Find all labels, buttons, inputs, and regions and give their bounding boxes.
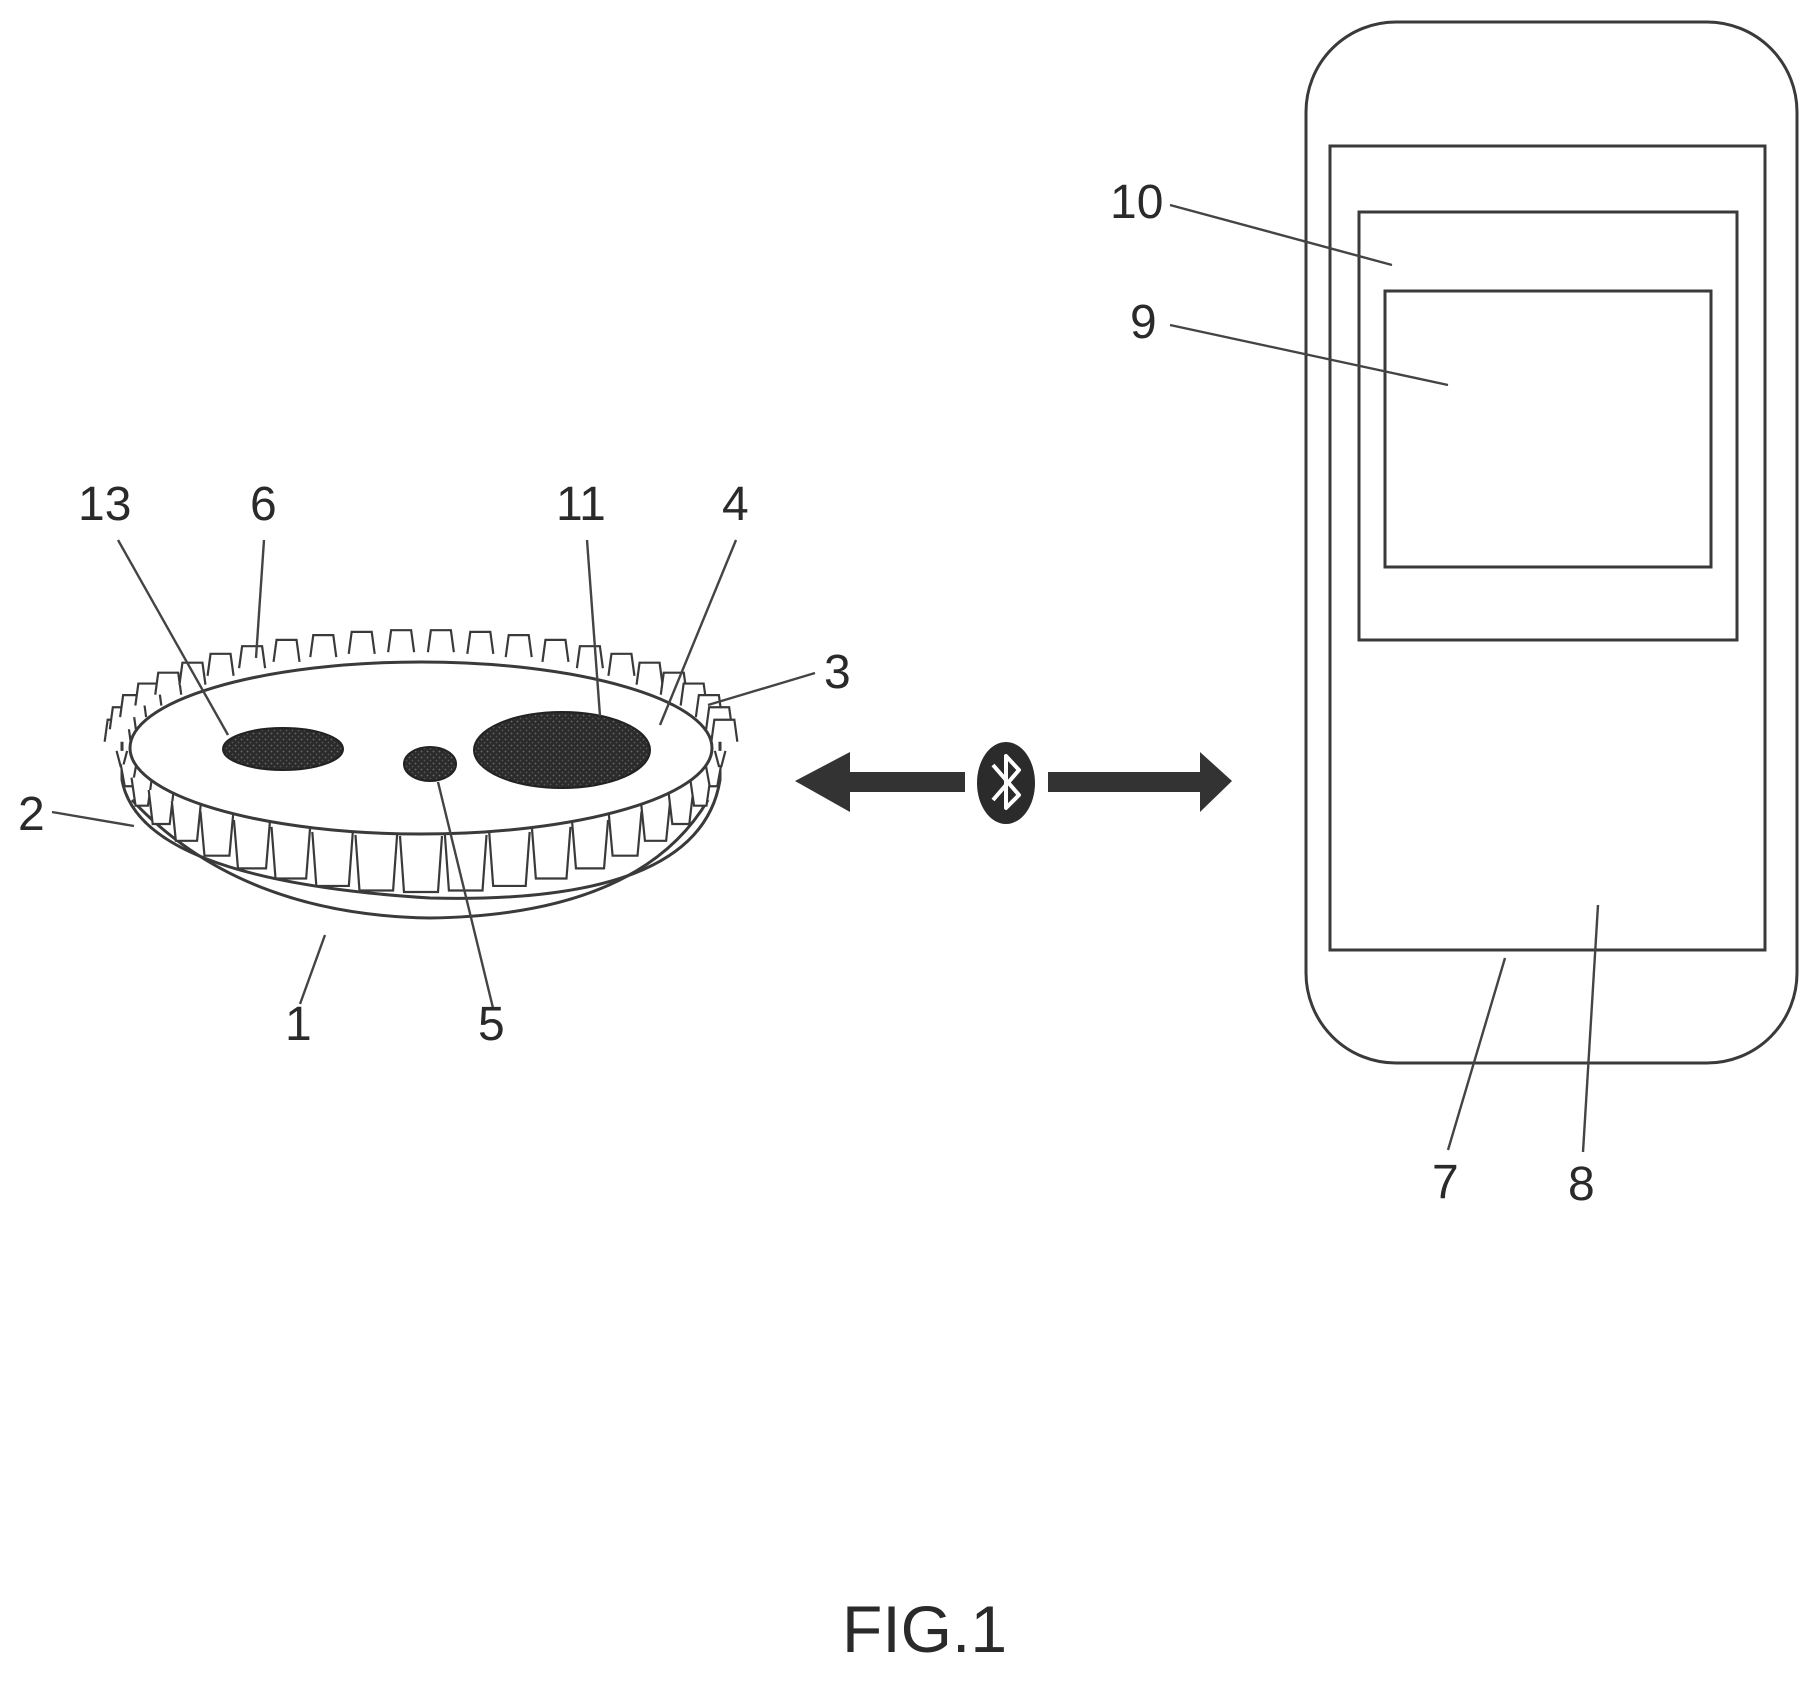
crimp-tooth [400, 836, 442, 892]
crimp-tooth [200, 811, 233, 855]
figure-caption: FIG.1 [842, 1592, 1007, 1666]
label-phone-body: 7 [1432, 1156, 1459, 1209]
label-inner-panel: 9 [1130, 296, 1157, 349]
crimp-tooth [715, 751, 726, 766]
crimp-tooth-back [577, 646, 603, 668]
crimp-tooth [532, 827, 571, 879]
label-crimp-tooth: 2 [18, 788, 45, 841]
crimp-tooth [572, 820, 608, 868]
mobile-phone [1306, 22, 1797, 1063]
large-element [474, 712, 650, 788]
crimp-tooth-back [711, 720, 737, 742]
label-display-area: 10 [1110, 176, 1163, 229]
crimp-tooth [489, 832, 529, 886]
phone-screen [1330, 146, 1765, 950]
crimp-tooth [445, 835, 487, 891]
crimp-tooth [234, 820, 270, 868]
arrow-left [795, 752, 965, 812]
crimp-tooth-back [637, 663, 663, 685]
crimp-tooth [609, 811, 642, 855]
crimp-tooth [117, 751, 128, 766]
crimp-tooth [706, 764, 722, 786]
bottle-cap [105, 630, 738, 918]
center-element [404, 747, 456, 781]
label-skirt: 6 [250, 478, 277, 531]
label-center-element: 5 [478, 998, 505, 1051]
crimp-tooth [272, 827, 311, 879]
crimp-tooth-back [542, 640, 568, 662]
crimp-tooth [690, 778, 710, 806]
crimp-tooth-back [428, 630, 454, 652]
crimp-tooth-back [274, 640, 300, 662]
crimp-tooth-back [467, 632, 493, 654]
crimp-tooth-back [388, 630, 414, 652]
label-cap-rim: 3 [824, 646, 851, 699]
crimp-tooth [641, 801, 670, 840]
label-cap-top: 4 [722, 478, 749, 531]
crimp-tooth-back [349, 632, 375, 654]
wireless-link [795, 742, 1232, 824]
crimp-tooth-back [506, 635, 532, 657]
bluetooth-icon [977, 742, 1035, 824]
crimp-tooth [355, 835, 397, 891]
label-large-element: 11 [556, 478, 606, 531]
inner-panel [1385, 291, 1711, 567]
phone-body [1306, 22, 1797, 1063]
crimp-tooth-back [310, 635, 336, 657]
label-small-element: 13 [78, 478, 131, 531]
crimp-tooth [149, 790, 174, 824]
crimp-tooth [312, 832, 352, 886]
small-element [223, 728, 343, 770]
display-area [1359, 212, 1737, 640]
crimp-tooth [668, 790, 693, 824]
crimp-tooth-back [239, 646, 265, 668]
crimp-tooth-back [608, 654, 634, 676]
crimp-tooth-back [155, 673, 181, 695]
crimp-tooth [172, 801, 201, 840]
crimp-tooth-back [208, 654, 234, 676]
arrow-right [1048, 752, 1232, 812]
label-phone-screen: 8 [1568, 1158, 1595, 1211]
label-cap-base: 1 [285, 998, 312, 1051]
